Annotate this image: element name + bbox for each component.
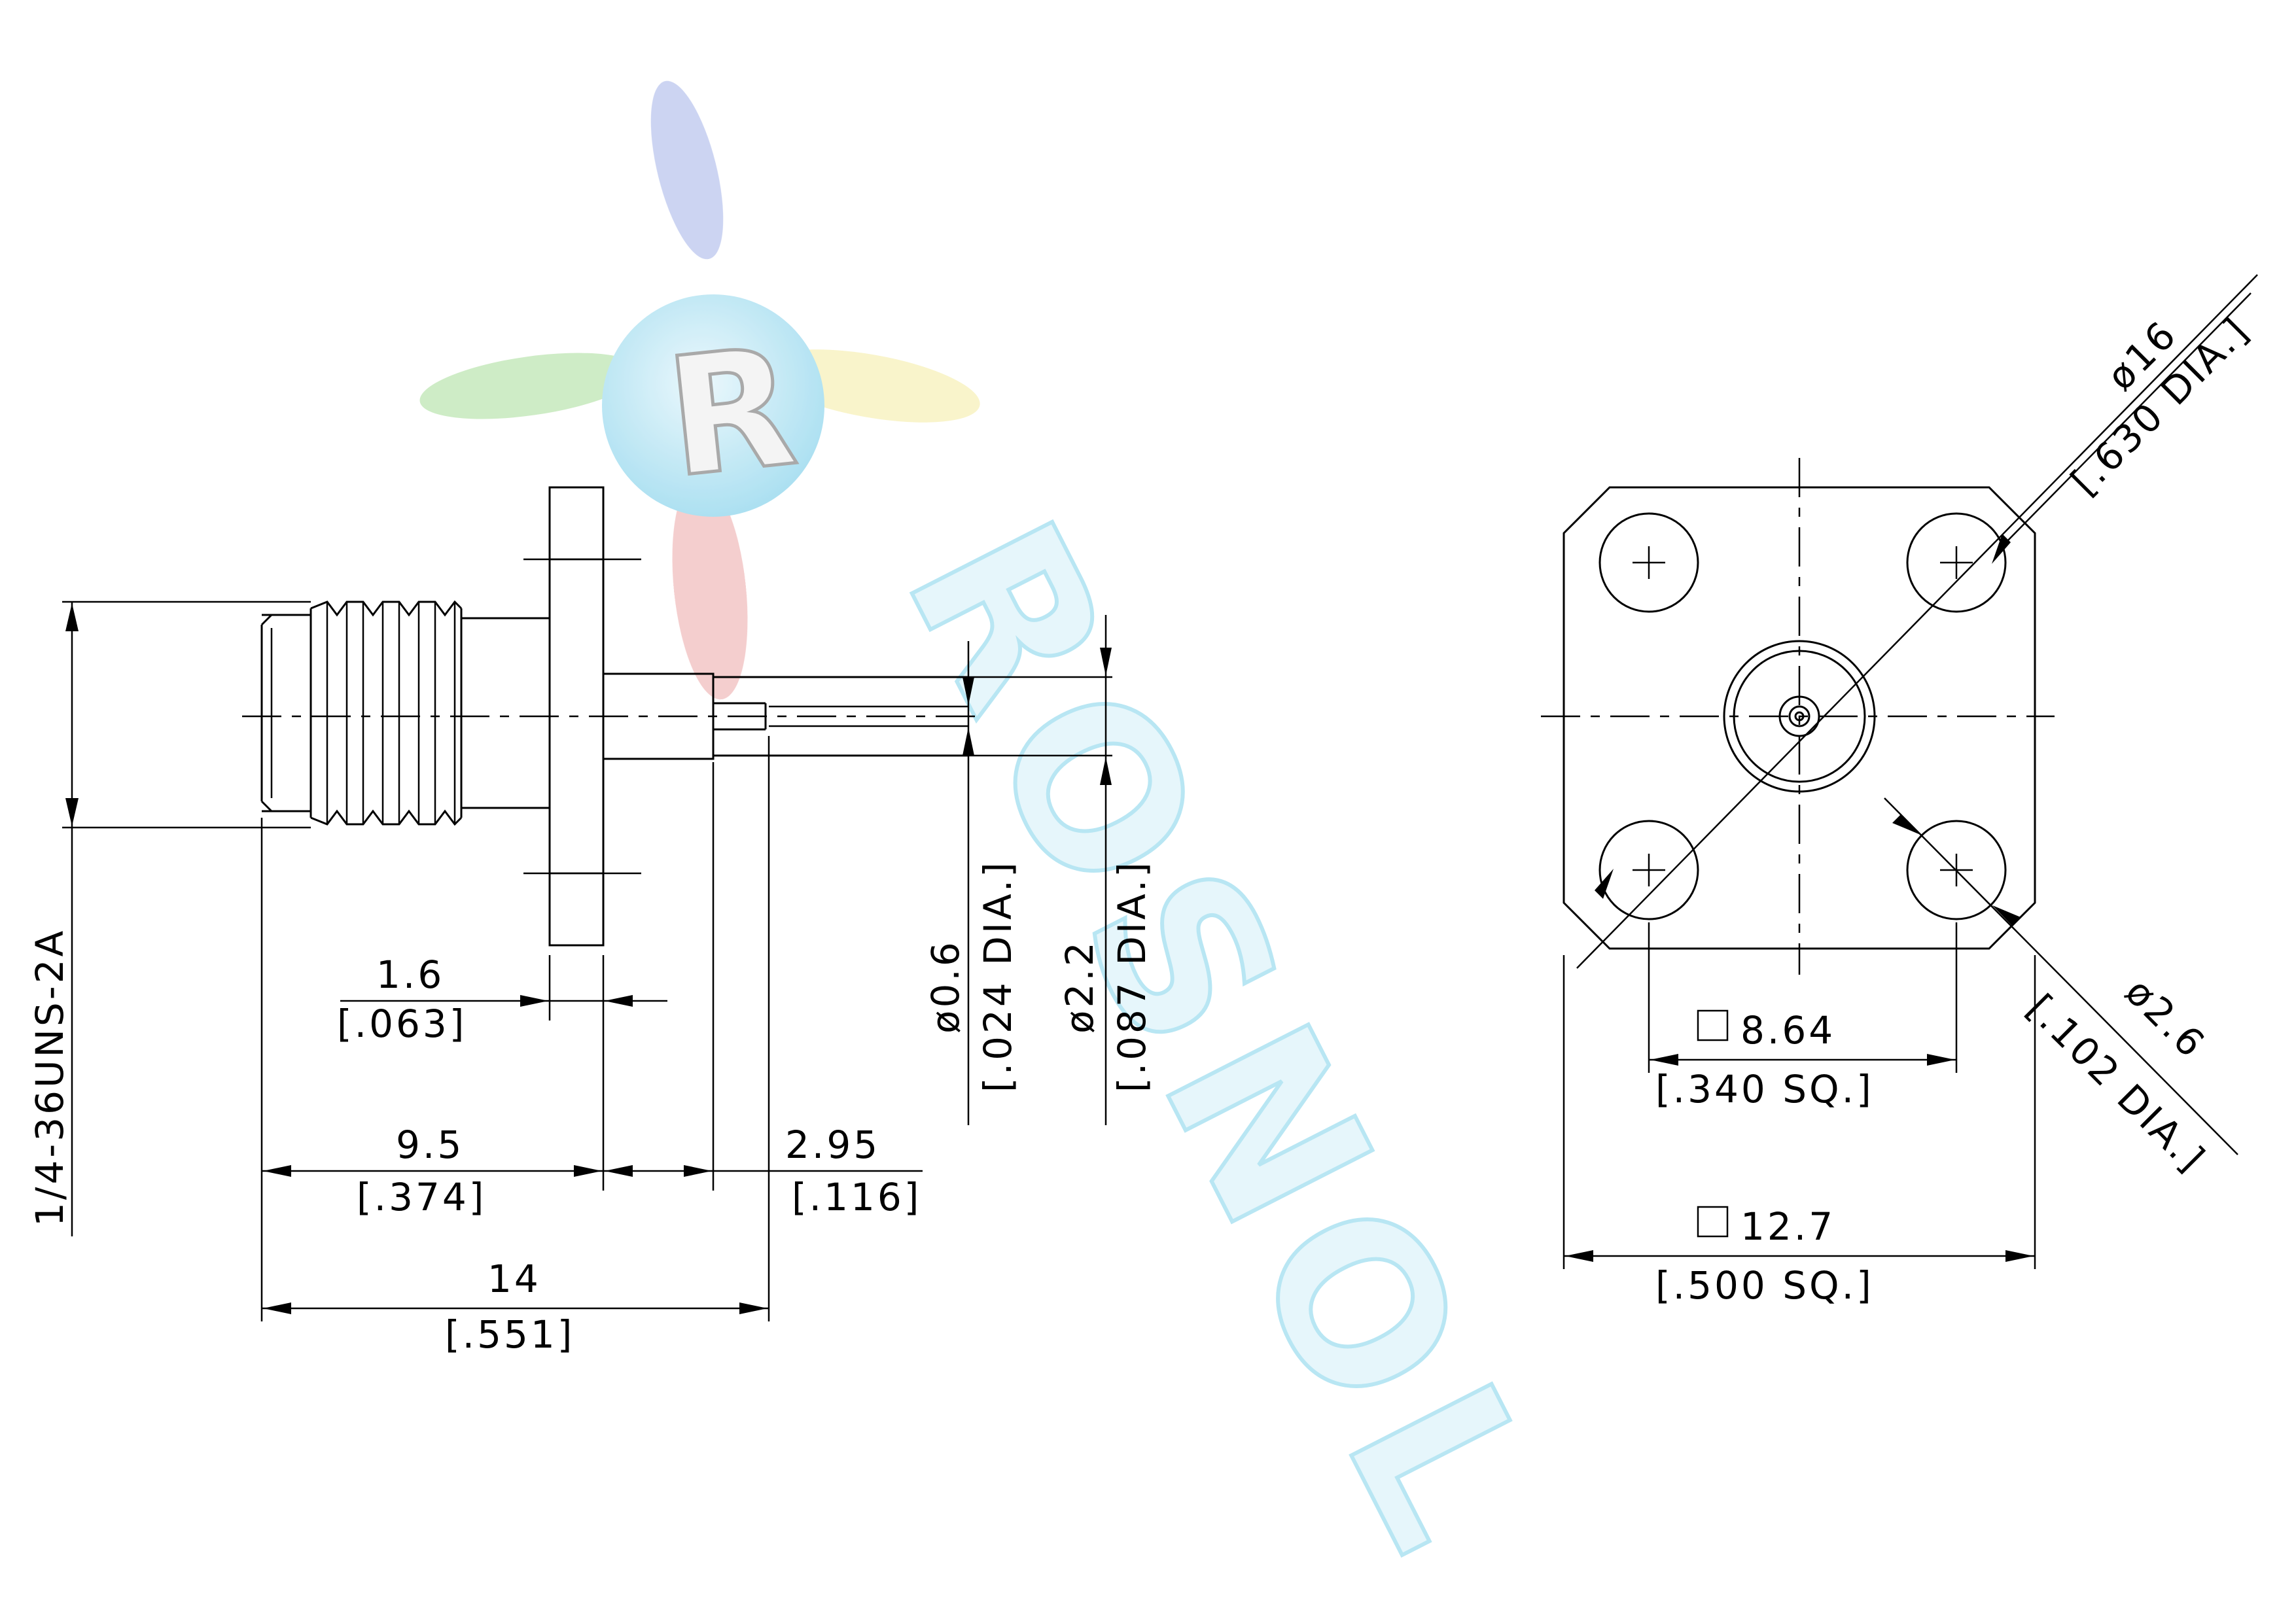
dim-body-length: 9.5 [.374] [262, 1123, 603, 1219]
dim-hole-spacing: 8.64 [.340 SQ.] [1648, 922, 1958, 1111]
center-receptacle [1723, 640, 1876, 793]
dim-flange-thickness: 1.6 [.063] [337, 952, 667, 1046]
watermark-logo: R [419, 80, 980, 700]
hole-dia-mm: ø2.6 [2117, 969, 2215, 1068]
overall-length-in: [.551] [445, 1312, 574, 1357]
front-view: ø16 [.630 DIA.] ø2.6 [.102 DIA.] 8.64 [.… [1541, 274, 2258, 1308]
pin-dia-in: [.024 DIA.] [976, 860, 1020, 1092]
body-length-in: [.374] [357, 1175, 486, 1219]
mounting-holes [1598, 512, 2007, 920]
overall-length-mm: 14 [487, 1257, 541, 1301]
flange-thickness-in: [.063] [337, 1002, 467, 1046]
dim-pin-dia: ø0.6 [.024 DIA.] [923, 641, 1020, 1125]
thread-spec-label: 1/4-36UNS-2A [27, 928, 72, 1227]
watermark-logo-letter: R [659, 311, 804, 514]
dim-bolt-circle: ø16 [.630 DIA.] [1576, 274, 2258, 969]
body-length-mm: 9.5 [396, 1123, 464, 1167]
threaded-body [260, 600, 550, 826]
pin-extension-in: [.116] [792, 1175, 921, 1219]
side-view: 1/4-36UNS-2A 1.6 [.063] 9.5 [.374] [27, 486, 1154, 1357]
insulator-dia-mm: ø2.2 [1057, 939, 1102, 1034]
hole-spacing-in: [.340 SQ.] [1655, 1067, 1874, 1111]
flange-size-mm: 12.7 [1740, 1204, 1835, 1249]
dim-overall-length: 14 [.551] [262, 1257, 769, 1357]
flange-size-in: [.500 SQ.] [1655, 1263, 1874, 1308]
dim-insulator-dia: ø2.2 [.087 DIA.] [968, 615, 1154, 1125]
dim-hole-dia: ø2.6 [.102 DIA.] [1884, 797, 2238, 1181]
pin-extension-mm: 2.95 [785, 1123, 880, 1167]
insulator-dia-in: [.087 DIA.] [1110, 860, 1154, 1092]
dim-thread: 1/4-36UNS-2A [27, 601, 311, 1236]
flange-thickness-mm: 1.6 [376, 952, 444, 997]
hole-spacing-mm: 8.64 [1740, 1008, 1835, 1053]
dim-pin-extension: 2.95 [.116] [603, 1123, 923, 1219]
dim-flange-size: 12.7 [.500 SQ.] [1563, 955, 2036, 1308]
flange-square [1563, 486, 2036, 950]
pin-dia-mm: ø0.6 [923, 939, 968, 1034]
